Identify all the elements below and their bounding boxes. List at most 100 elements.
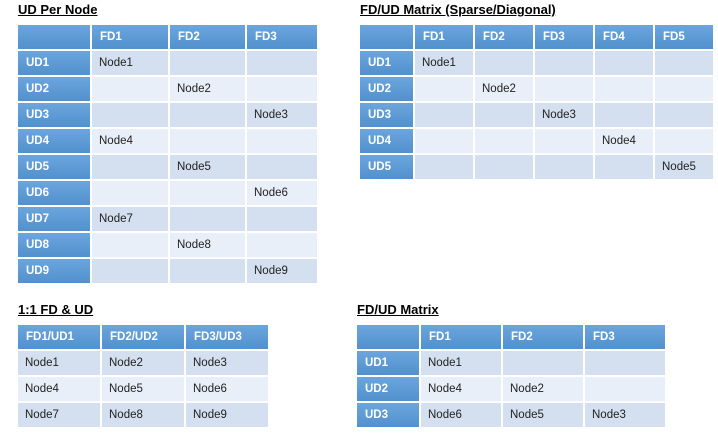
table-row: UD9 Node9 [18, 259, 317, 283]
cell [247, 233, 317, 257]
cell [475, 155, 533, 179]
cell: Node7 [92, 207, 168, 231]
cell [535, 155, 593, 179]
row-header: UD3 [18, 103, 90, 127]
cell: Node4 [18, 377, 100, 401]
column-header: FD4 [595, 25, 653, 49]
cell [247, 51, 317, 75]
row-header: UD3 [357, 403, 419, 427]
cell: Node6 [247, 181, 317, 205]
row-header: UD4 [360, 129, 413, 153]
cell [415, 103, 473, 127]
cell: Node3 [535, 103, 593, 127]
cell: Node9 [247, 259, 317, 283]
cell [92, 103, 168, 127]
cell [170, 181, 245, 205]
corner-cell [18, 25, 90, 49]
column-header: FD1 [421, 325, 501, 349]
column-header: FD2 [503, 325, 583, 349]
corner-cell [357, 325, 419, 349]
cell: Node1 [18, 351, 100, 375]
row-header: UD4 [18, 129, 90, 153]
cell [92, 77, 168, 101]
column-header: FD3 [585, 325, 665, 349]
column-header: FD3/UD3 [186, 325, 268, 349]
cell [595, 103, 653, 127]
cell: Node4 [421, 377, 501, 401]
cell [595, 155, 653, 179]
cell [170, 51, 245, 75]
row-header: UD5 [360, 155, 413, 179]
cell [247, 129, 317, 153]
cell [170, 207, 245, 231]
cell [415, 77, 473, 101]
row-header: UD5 [18, 155, 90, 179]
cell [247, 77, 317, 101]
cell [247, 207, 317, 231]
column-header: FD1 [415, 25, 473, 49]
cell: Node1 [415, 51, 473, 75]
cell [170, 103, 245, 127]
cell [170, 129, 245, 153]
cell: Node6 [421, 403, 501, 427]
cell [595, 51, 653, 75]
row-header: UD6 [18, 181, 90, 205]
cell [92, 259, 168, 283]
corner-cell [360, 25, 413, 49]
column-header: FD3 [247, 25, 317, 49]
column-header: FD5 [655, 25, 713, 49]
cell: Node4 [92, 129, 168, 153]
cell: Node2 [102, 351, 184, 375]
cell: Node5 [170, 155, 245, 179]
cell [92, 181, 168, 205]
column-header: FD2/UD2 [102, 325, 184, 349]
cell: Node3 [585, 403, 665, 427]
row-header: UD9 [18, 259, 90, 283]
cell [475, 103, 533, 127]
table-row: UD5 Node5 [18, 155, 317, 179]
row-header: UD2 [360, 77, 413, 101]
table-title-fdud-matrix-sparse: FD/UD Matrix (Sparse/Diagonal) [360, 2, 556, 17]
row-header: UD2 [18, 77, 90, 101]
cell: Node1 [421, 351, 501, 375]
column-header: FD2 [170, 25, 245, 49]
row-header: UD1 [18, 51, 90, 75]
table-title-ud-per-node: UD Per Node [18, 2, 98, 17]
table-title-fdud-matrix: FD/UD Matrix [357, 302, 439, 317]
table-row: UD6 Node6 [18, 181, 317, 205]
row-header: UD7 [18, 207, 90, 231]
cell: Node6 [186, 377, 268, 401]
cell: Node8 [102, 403, 184, 427]
cell [585, 351, 665, 375]
cell [475, 51, 533, 75]
column-header: FD1 [92, 25, 168, 49]
cell: Node2 [475, 77, 533, 101]
cell [655, 103, 713, 127]
cell: Node9 [186, 403, 268, 427]
cell: Node2 [170, 77, 245, 101]
cell [655, 129, 713, 153]
row-header: UD8 [18, 233, 90, 257]
column-header: FD3 [535, 25, 593, 49]
cell: Node7 [18, 403, 100, 427]
